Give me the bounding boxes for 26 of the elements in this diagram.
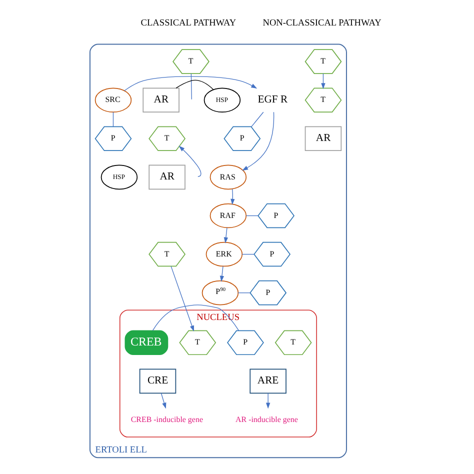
connector <box>112 112 114 128</box>
arrow <box>242 112 274 171</box>
arrow <box>124 76 257 92</box>
node-box: CREB <box>124 330 168 356</box>
node-box: AR <box>304 126 342 152</box>
label: NON-CLASSICAL PATHWAY <box>262 18 381 28</box>
node-box: AR <box>148 164 185 190</box>
arrow <box>170 266 194 332</box>
connector <box>175 80 214 90</box>
connector <box>245 215 258 216</box>
label: CLASSICAL PATHWAY <box>140 18 236 28</box>
node-text: EGF R <box>257 94 288 106</box>
connector <box>190 73 192 100</box>
arrow <box>230 188 234 205</box>
connector <box>237 292 250 294</box>
arrow <box>265 392 270 409</box>
arrow <box>320 73 325 90</box>
connector <box>250 112 264 128</box>
arrow <box>223 227 228 244</box>
arrow <box>219 266 224 282</box>
node-box: AR <box>142 88 179 112</box>
connector <box>241 254 254 255</box>
arrow <box>160 392 166 409</box>
node-box: CRE <box>138 368 176 394</box>
node-box: ARE <box>249 368 286 394</box>
arrow <box>178 146 201 177</box>
